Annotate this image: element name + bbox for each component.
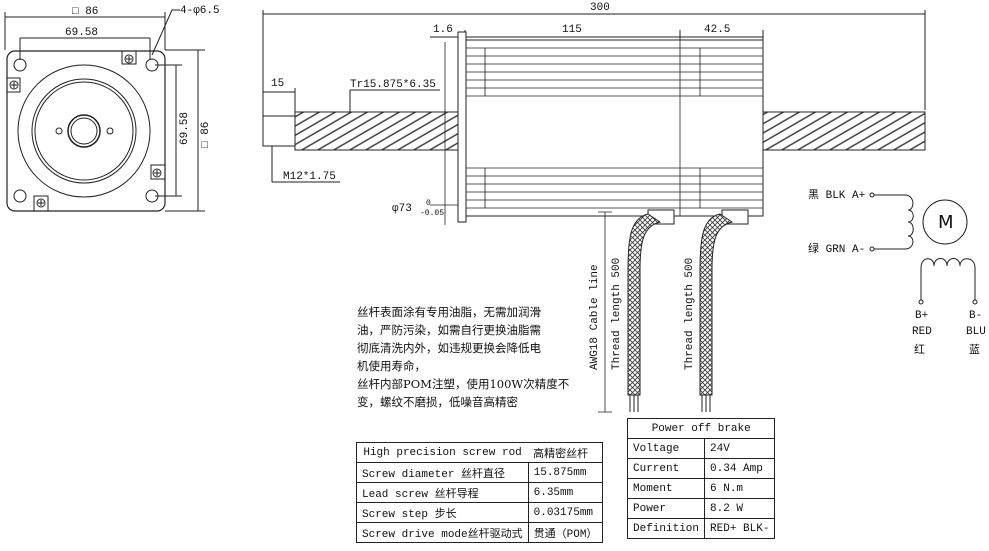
cell: RED+ BLK- bbox=[704, 518, 776, 539]
cell: 8.2 W bbox=[704, 498, 776, 519]
wire-b-plus: B+ bbox=[915, 310, 928, 322]
note-line: 丝杆内部POM注塑，使用100W次精度不 bbox=[357, 377, 570, 391]
cell: 0.34 Amp bbox=[704, 458, 776, 479]
notes: 丝杆表面涂有专用油脂，无需加润滑 油，严防污染，如需自行更换油脂需 彻底清洗内外… bbox=[357, 303, 587, 411]
cell: Voltage bbox=[626, 438, 706, 459]
header-cell: 高精密丝杆 bbox=[528, 442, 604, 463]
wire-b-minus-color: BLU bbox=[966, 326, 986, 338]
dim-square-side: □ 86 bbox=[200, 122, 212, 148]
dim-hole-spacing-side: 69.58 bbox=[179, 112, 191, 145]
dim-square-top: □ 86 bbox=[72, 6, 98, 18]
cell: Power bbox=[626, 498, 706, 519]
wiring-diagram: 黑 BLK A+ 绿 GRN A- M B+ RED 红 B- BLU 蓝 bbox=[808, 188, 986, 357]
cell: Screw drive mode丝杆驱动式 bbox=[356, 522, 529, 543]
screw-icon bbox=[6, 77, 21, 93]
wire-a-minus: 绿 GRN A- bbox=[808, 241, 865, 256]
front-view: □ 86 69.58 4-φ6.5 69.58 □ 86 bbox=[4, 5, 220, 212]
dim-flange: 1.6 bbox=[433, 24, 453, 36]
cell: 贯通（POM） bbox=[527, 522, 604, 543]
header-cell: Power off brake bbox=[626, 418, 776, 439]
header-cell: High precision screw rod bbox=[356, 442, 529, 463]
cell: Moment bbox=[626, 478, 706, 499]
wire-b-minus-cn: 蓝 bbox=[969, 343, 980, 357]
dim-holes: 4-φ6.5 bbox=[180, 5, 220, 17]
wire-b-plus-color: RED bbox=[912, 326, 932, 338]
thread-spec: M12*1.75 bbox=[283, 171, 336, 183]
dim-nut-length: 15 bbox=[271, 78, 284, 90]
note-line: 油，严防污染，如需自行更换油脂需 bbox=[357, 323, 541, 337]
note-line: 彻底清洗内外，如违规更换会降低电 bbox=[357, 341, 541, 355]
lead-length-2: Thread length 500 bbox=[684, 258, 696, 370]
table-row: Screw drive mode丝杆驱动式贯通（POM） bbox=[356, 522, 604, 543]
motor-label: M bbox=[938, 212, 954, 233]
cell: Current bbox=[626, 458, 706, 479]
note-line: 变，螺纹不磨损，低噪音高精密 bbox=[357, 395, 518, 409]
cell: 0.03175mm bbox=[527, 502, 604, 523]
wire-b-plus-cn: 红 bbox=[914, 343, 925, 357]
wire-a-plus: 黑 BLK A+ bbox=[808, 188, 865, 202]
screw-spec: Tr15.875*6.35 bbox=[350, 79, 436, 91]
note-line: 机使用寿命， bbox=[357, 359, 426, 373]
cell: Screw step 步长 bbox=[356, 502, 529, 523]
cable-label: AWG18 Cable line bbox=[589, 264, 601, 370]
screw-icon bbox=[121, 50, 137, 65]
table-header: Power off brake bbox=[626, 418, 776, 439]
pilot-tol-upper: 0 bbox=[426, 199, 431, 208]
dim-body-length: 115 bbox=[562, 24, 582, 36]
screw-icon bbox=[150, 164, 166, 180]
wire-b-minus: B- bbox=[969, 310, 982, 322]
lead-length-1: Thread length 500 bbox=[611, 258, 623, 370]
cell: 6.35mm bbox=[527, 482, 604, 503]
note-line: 丝杆表面涂有专用油脂，无需加润滑 bbox=[357, 305, 541, 319]
cell: 15.875mm bbox=[527, 462, 604, 483]
cell: Screw diameter 丝杆直径 bbox=[356, 462, 529, 483]
pilot-tol-lower: -0.05 bbox=[420, 209, 444, 218]
cell: Definition bbox=[626, 518, 706, 539]
cell: 24V bbox=[704, 438, 776, 459]
cell: Lead screw 丝杆导程 bbox=[356, 482, 529, 503]
side-view: 300 1.6 115 42.5 15 Tr15.875*6.35 M12*1.… bbox=[262, 2, 926, 413]
dim-brake-length: 42.5 bbox=[704, 24, 730, 36]
motor-symbol bbox=[922, 199, 968, 245]
screw-icon bbox=[33, 195, 49, 212]
dim-total-length: 300 bbox=[590, 2, 610, 14]
cell: 6 N.m bbox=[704, 478, 776, 499]
dim-hole-spacing-top: 69.58 bbox=[65, 27, 98, 39]
pilot-dia: φ73 bbox=[392, 203, 412, 215]
